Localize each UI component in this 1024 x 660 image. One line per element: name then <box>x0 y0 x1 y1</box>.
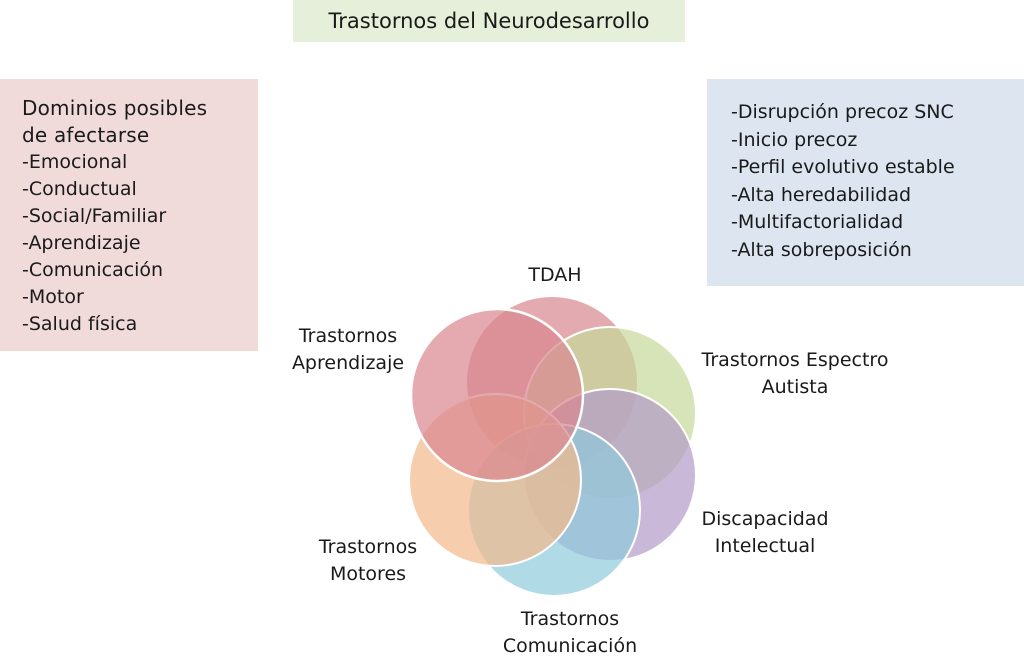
domain-item: -Social/Familiar <box>22 205 167 227</box>
feature-item: -Multifactorialidad <box>731 211 904 233</box>
domains-heading: de afectarse <box>22 123 150 147</box>
feature-item: -Alta sobreposición <box>731 238 912 261</box>
domains-heading: Dominios posibles <box>22 96 208 120</box>
domain-item: -Salud física <box>22 313 138 335</box>
circle-aprendizaje <box>409 307 585 483</box>
domain-item: -Motor <box>22 286 84 308</box>
label-tdah: TDAH <box>528 264 582 286</box>
domain-item: -Emocional <box>22 151 128 173</box>
feature-item: -Alta heredabilidad <box>731 183 912 206</box>
domain-item: -Comunicación <box>22 259 164 281</box>
domains-box: Dominios posibles de afectarse -Emociona… <box>0 79 258 351</box>
domain-item: -Conductual <box>22 178 137 200</box>
diagram-title: Trastornos del Neurodesarrollo <box>293 0 685 42</box>
feature-item: -Disrupción precoz SNC <box>731 101 954 123</box>
features-box: -Disrupción precoz SNC -Inicio precoz -P… <box>707 79 1024 286</box>
domain-item: -Aprendizaje <box>22 232 141 254</box>
feature-item: -Inicio precoz <box>731 128 858 151</box>
feature-item: -Perfil evolutivo estable <box>731 156 955 178</box>
